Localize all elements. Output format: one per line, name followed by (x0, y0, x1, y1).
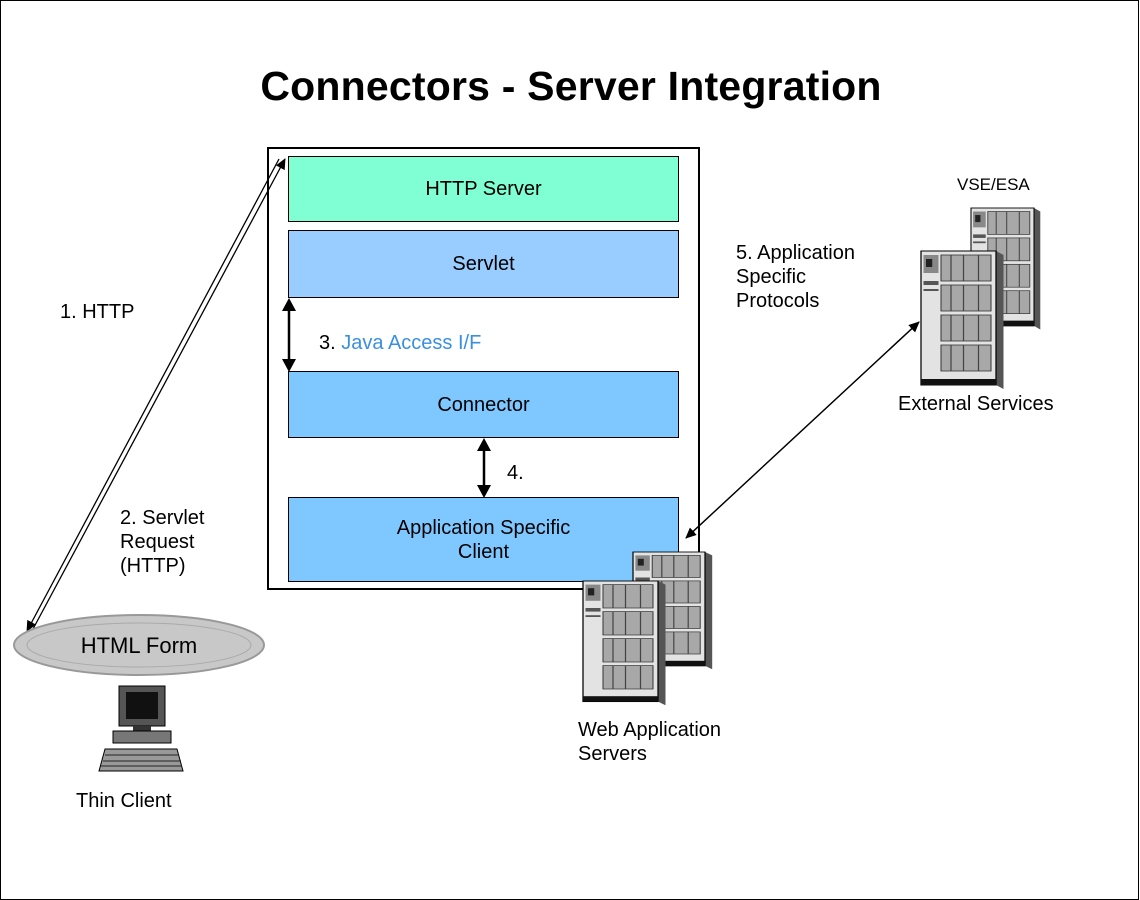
http-request-arrow (32, 158, 286, 630)
servlet-layer: Servlet (288, 230, 679, 298)
step3-number: 3. (319, 332, 336, 354)
step4-label: 4. (507, 462, 524, 484)
page-title: Connectors - Server Integration (260, 63, 882, 109)
servlet-label: Servlet (452, 253, 515, 275)
servlet-request-arrow (26, 158, 280, 632)
external-services-label: External Services (898, 393, 1054, 415)
server-rack-icon (920, 250, 1005, 390)
diagram-graphics: HTML Form (13, 158, 1041, 772)
step1-label: 1. HTTP (60, 301, 135, 323)
connector-label: Connector (437, 393, 530, 416)
desktop-computer-icon (98, 685, 184, 772)
step5-label: 5. Application Specific Protocols (736, 242, 855, 312)
server-rack-icon (582, 580, 667, 706)
html-form-label: HTML Form (81, 633, 198, 658)
step2-label: 2. Servlet Request (HTTP) (120, 507, 205, 577)
thin-client-label: Thin Client (76, 790, 172, 812)
application-specific-client-layer: Application Specific Client (288, 497, 679, 582)
connector-layer: Connector (288, 371, 679, 438)
http-server-layer: HTTP Server (288, 156, 679, 222)
application-specific-client-label: Application Specific Client (396, 516, 571, 563)
java-access-interface-label: Java Access I/F (341, 332, 482, 354)
step3-label: 3. Java Access I/F (319, 331, 481, 355)
web-application-servers-label: Web Application Servers (578, 719, 722, 765)
http-server-label: HTTP Server (425, 178, 542, 200)
vse-esa-label: VSE/ESA (957, 175, 1030, 194)
